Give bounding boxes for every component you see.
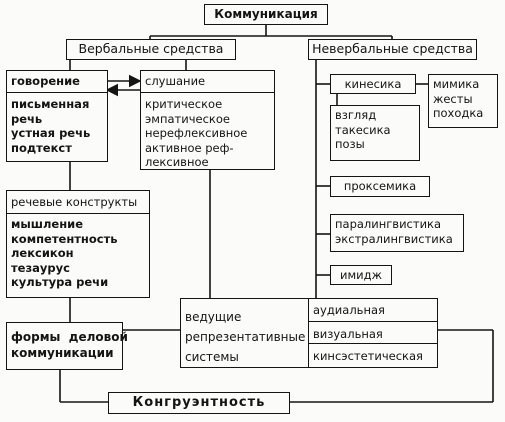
kinesics-items-node: взгляд такесика позы [330,105,420,161]
root-label: Коммуникация [214,7,318,22]
listening-item: критическое [145,97,223,111]
speech-constructs-item: культура речи [11,275,109,289]
speaking-item: устная речь [11,126,91,140]
speech-constructs-node: речевые конструкты мышление компетентнос… [6,190,150,298]
listening-node: слушание критическое эмпатическое нерефл… [140,70,275,170]
congruence-label: Конгруэнтность [132,394,266,410]
proxemics-label: проксемика [343,179,417,194]
root-node-communication: Коммуникация [204,4,328,25]
representative-line: репрезентативные [185,330,306,344]
mimics-item: мимика [433,77,480,91]
mimics-item: жесты [433,91,473,106]
image-node: имидж [330,265,392,285]
speech-constructs-title: речевые конструкты [11,195,138,209]
verbal-label: Вербальные средства [78,41,224,57]
business-forms-line: формы деловой [11,330,128,344]
rep-system-item: визуальная [313,327,383,341]
speech-constructs-item: мышление [11,217,84,231]
proxemics-node: проксемика [330,176,430,197]
speech-constructs-item: тезаурус [11,260,70,275]
representative-label: ведущие репрезентативные системы [185,307,307,367]
image-label: имидж [340,267,382,282]
representative-line: системы [185,350,239,364]
listening-item: активное реф- [145,140,234,155]
business-forms-line: коммуникации [11,346,114,360]
speech-constructs-item: компетентность [11,231,118,246]
speaking-item: подтекст [11,140,72,155]
kinesics-label: кинесика [344,76,402,91]
representative-systems-node: ведущие репрезентативные системы аудиаль… [180,298,438,368]
paralinguistics-item: экстралингвистика [335,232,453,246]
kinesics-item: позы [335,137,365,151]
business-forms-node: формы деловой коммуникации [6,322,128,370]
rep-systems-list: аудиальная визуальная кинсэстетическая [308,299,437,367]
kinesics-node: кинесика [330,74,416,94]
speaking-item: речь [11,111,43,126]
paralinguistics-node: паралингвистика экстралингвистика [330,214,464,252]
speech-constructs-item: лексикон [11,246,74,260]
speaking-item: письменная [11,97,90,111]
representative-line: ведущие [185,310,242,324]
verbal-means-node: Вербальные средства [66,39,236,60]
speaking-node: говорение письменная речь устная речь по… [6,70,108,162]
congruence-node: Конгруэнтность [108,392,290,414]
listening-title: слушание [145,74,206,88]
kinesics-item: взгляд [335,108,377,122]
kinesics-item: такесика [335,122,391,137]
paralinguistics-item: паралингвистика [335,217,442,231]
mimics-node: мимика жесты походка [428,74,498,128]
nonverbal-label: Невербальные средства [312,41,473,57]
rep-system-item: кинсэстетическая [313,349,423,363]
listening-item: лексивное [145,155,209,169]
rep-system-item: аудиальная [313,303,385,317]
mimics-item: походка [433,106,484,120]
nonverbal-means-node: Невербальные средства [308,39,477,60]
listening-item: эмпатическое [145,111,230,126]
speaking-title: говорение [11,74,80,88]
listening-item: нерефлексивное [145,126,248,140]
